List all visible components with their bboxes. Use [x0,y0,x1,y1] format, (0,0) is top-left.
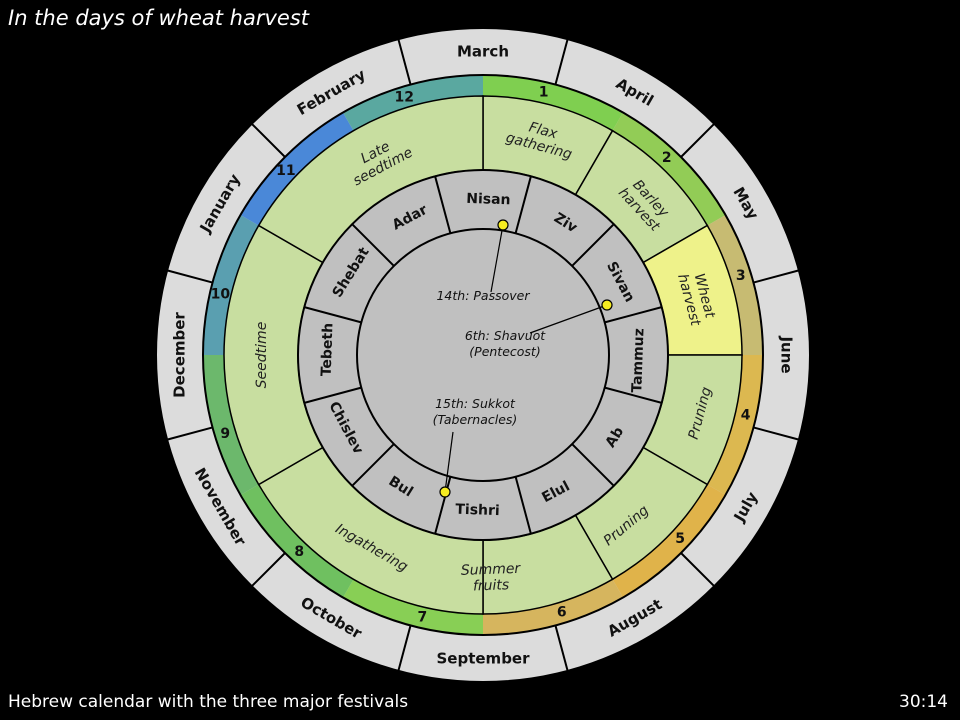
month-number-segment [240,484,354,598]
month-number-segment [707,215,763,355]
month-number-label: 6 [557,605,567,621]
season-label: Seedtime [254,322,270,389]
month-number-segment [343,579,483,635]
hebrew-month-label: Tebeth [319,323,337,377]
month-label: December [171,312,189,398]
festival-label: 15th: Sukkot(Tabernacles) [433,396,518,427]
month-number-segment [612,484,726,598]
month-number-label: 7 [418,610,428,626]
season-label: Summerfruits [461,561,523,595]
month-number-segment [203,355,259,495]
timer: 30:14 [899,692,948,712]
month-number-segment [483,579,623,635]
month-number-segment [203,215,259,355]
month-number-segment [240,112,354,226]
month-number-label: 3 [736,268,746,284]
month-label: March [457,43,509,61]
month-number-label: 5 [675,531,685,547]
festival-marker [439,486,451,498]
month-number-label: 11 [276,163,295,179]
festival-marker [601,299,613,311]
hebrew-month-label: Tishri [455,502,500,520]
month-number-label: 4 [741,408,751,424]
month-number-label: 10 [211,286,231,302]
month-number-segment [707,355,763,495]
month-number-segment [612,112,726,226]
hebrew-month-label: Nisan [466,191,511,209]
month-label: June [778,335,796,373]
festival-marker [497,219,509,231]
festival-center: 14th: Passover 6th: Shavuot(Pentecost) 15t… [356,219,613,498]
month-label: September [437,650,531,668]
festival-label: 14th: Passover [436,288,530,303]
slide-title: In the days of wheat harvest [8,6,309,30]
month-number-label: 1 [539,84,549,100]
month-number-segment [483,75,623,131]
month-number-segment [343,75,483,131]
month-number-label: 2 [662,150,672,166]
festival-label: 6th: Shavuot(Pentecost) [465,328,546,359]
month-number-label: 9 [220,426,230,442]
month-number-label: 8 [294,544,304,560]
caption: Hebrew calendar with the three major fes… [8,692,409,712]
hebrew-month-label: Tammuz [629,328,647,393]
month-number-label: 12 [394,89,413,105]
